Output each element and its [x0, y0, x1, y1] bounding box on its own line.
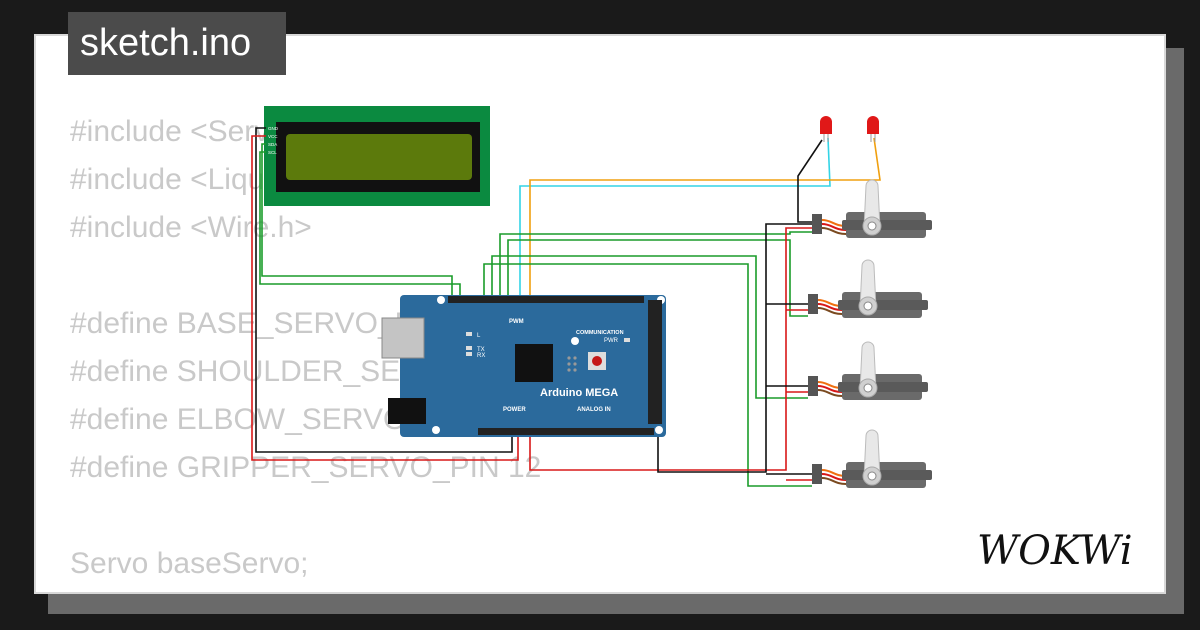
label-pwm: PWM	[509, 319, 524, 325]
lcd-screen	[286, 134, 472, 180]
servo-screw-icon	[867, 221, 877, 231]
wire-lcd-scl	[259, 151, 461, 299]
servo-3[interactable]	[808, 341, 928, 400]
servo-screw-icon	[867, 471, 877, 481]
led-icon	[820, 116, 832, 134]
led-2[interactable]	[867, 116, 879, 142]
led-tx-icon	[466, 346, 472, 350]
board-name: Arduino MEGA	[540, 387, 618, 399]
mount-hole	[432, 426, 440, 434]
servo-horn	[859, 259, 877, 309]
mount-hole	[655, 426, 663, 434]
lcd-pin-labels: GND VCC SDA SCL	[268, 126, 279, 155]
usb-port-icon	[381, 317, 425, 359]
lcd-pin-label: SCL	[268, 150, 277, 155]
lcd-pin-label: VCC	[268, 134, 278, 139]
servo-flange	[838, 382, 928, 392]
label-power: POWER	[503, 407, 526, 413]
mcu-chip	[515, 344, 553, 382]
servo-flange	[842, 470, 932, 480]
side-header	[648, 300, 662, 424]
label-pwr: PWR	[604, 338, 619, 344]
servo-flange	[842, 220, 932, 230]
reset-button-cap[interactable]	[592, 356, 602, 366]
lcd-display[interactable]: GND VCC SDA SCL	[264, 106, 490, 206]
wire-lcd-vcc	[251, 135, 519, 461]
analog-header	[478, 428, 654, 435]
servo-horn	[859, 341, 877, 391]
code-line: #define GRIPPER_SERVO_PIN 12	[70, 451, 542, 484]
wires	[251, 127, 881, 487]
label-communication: COMMUNICATION	[576, 330, 624, 336]
servo-connector	[808, 376, 818, 396]
code-line: Servo baseServo;	[70, 547, 309, 580]
label-tx: TX	[477, 347, 485, 353]
icsp-header	[567, 356, 577, 372]
label-l: L	[477, 333, 481, 339]
wire-led-gnd	[797, 139, 823, 223]
label-analog-in: ANALOG IN	[577, 407, 611, 413]
label-rx: RX	[477, 353, 485, 359]
servos	[808, 179, 932, 488]
servo-connector	[808, 294, 818, 314]
servo-2[interactable]	[808, 259, 928, 318]
servo-horn	[863, 179, 881, 229]
barrel-jack-icon	[388, 398, 426, 424]
servo-screw-icon	[863, 301, 873, 311]
servo-horn	[863, 429, 881, 479]
servo-4[interactable]	[812, 429, 932, 488]
wire-servo-vcc	[529, 227, 812, 471]
wire-servo2-sig	[507, 239, 808, 317]
led-1[interactable]	[820, 116, 832, 142]
servo-connector	[812, 214, 822, 234]
servo-screw-icon	[863, 383, 873, 393]
arduino-mega-board[interactable]: L TX RX PWR PWM COMMUNICATION POWER ANAL…	[381, 295, 666, 437]
digital-header	[448, 296, 644, 303]
wire-lcd-gnd	[255, 127, 513, 453]
project-title: sketch.ino	[68, 12, 286, 75]
wire-servo4-sig	[483, 263, 812, 487]
wokwi-logo[interactable]: WOKWi	[975, 526, 1150, 576]
wire-servo3-sig	[491, 255, 808, 399]
led-l-icon	[466, 332, 472, 336]
wire-led1	[519, 137, 831, 299]
servo-flange	[838, 300, 928, 310]
lcd-pin-label: SDA	[268, 142, 277, 147]
mount-hole	[437, 296, 445, 304]
code-line: #include <Wire.h>	[70, 211, 312, 244]
servo-1[interactable]	[812, 179, 932, 238]
led-icon	[867, 116, 879, 134]
logo-text: WOKWi	[977, 528, 1133, 574]
lcd-pin-label: GND	[268, 126, 279, 131]
led-pwr-icon	[624, 338, 630, 342]
mount-hole	[571, 337, 579, 345]
wire-servo-gnd	[657, 223, 812, 473]
led-rx-icon	[466, 352, 472, 356]
wire-led2	[529, 137, 881, 299]
servo-connector	[812, 464, 822, 484]
